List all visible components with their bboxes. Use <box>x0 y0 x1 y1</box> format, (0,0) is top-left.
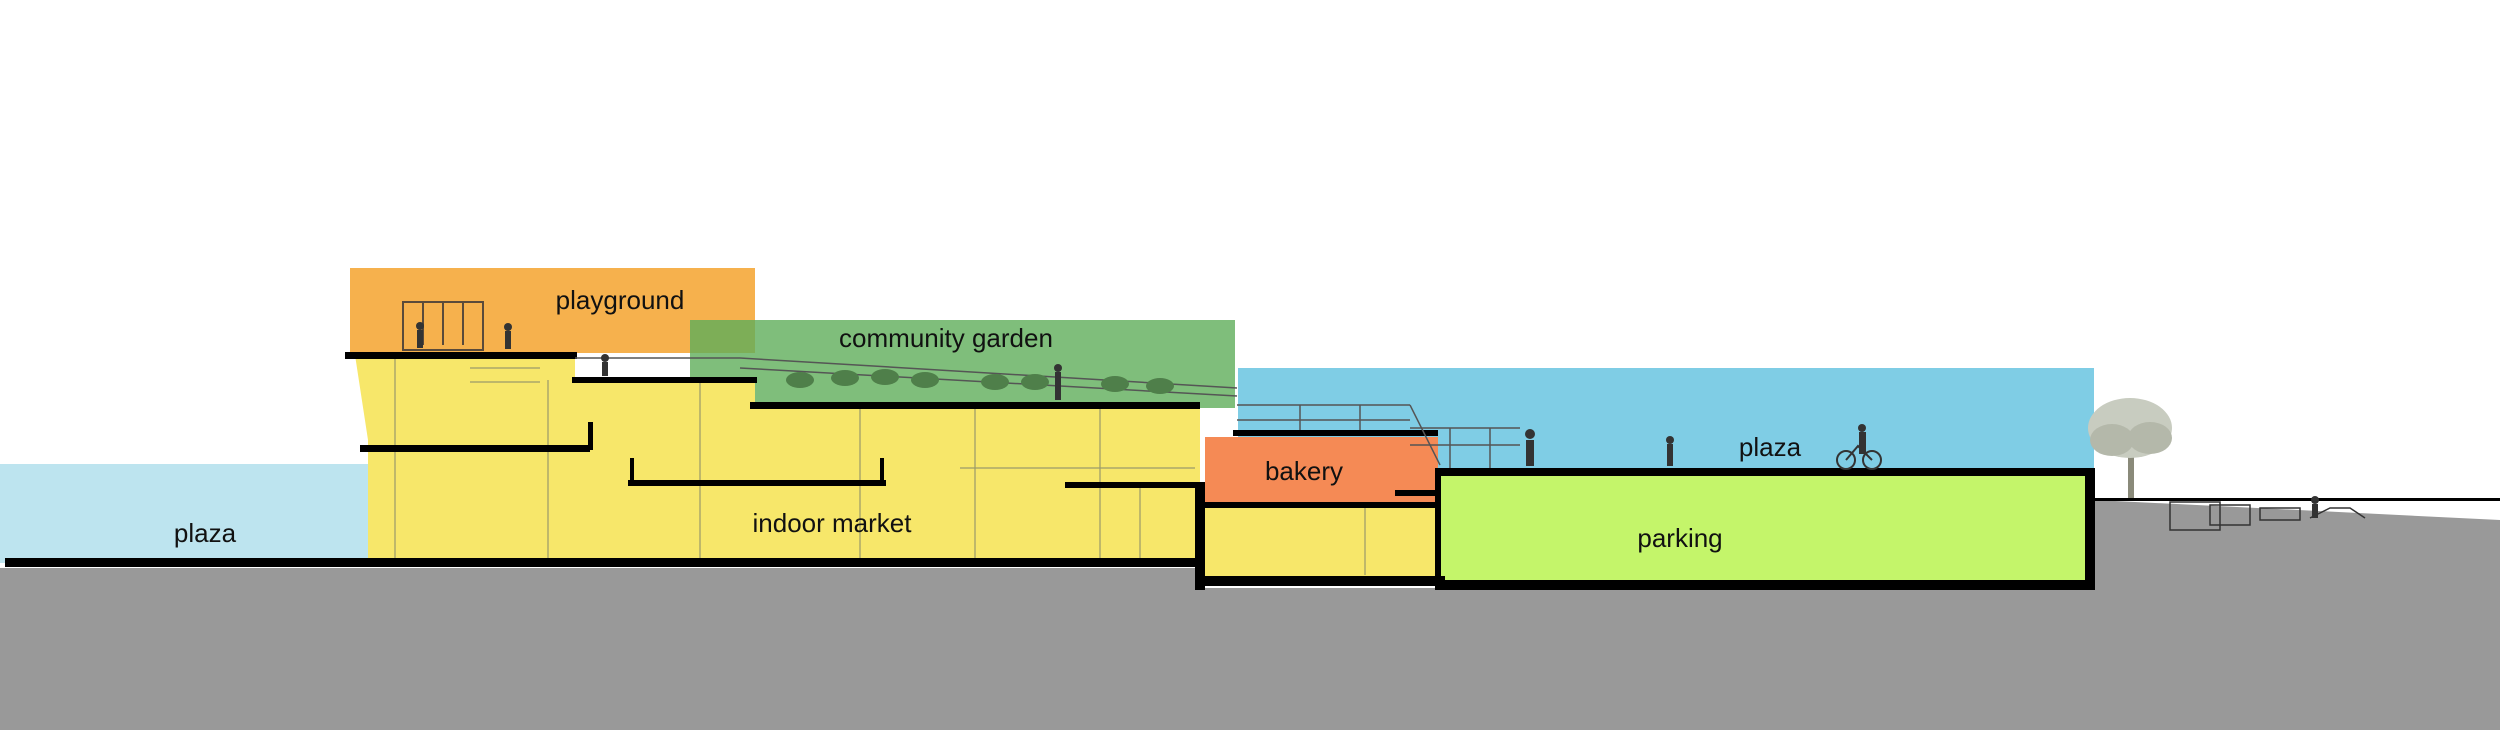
label-playground: playground <box>556 285 685 315</box>
label-indoor-market: indoor market <box>753 508 913 538</box>
parking-floor-slab <box>1435 580 2095 590</box>
person-icon <box>601 354 609 362</box>
person-icon <box>1526 440 1534 466</box>
lower-block-base <box>1195 576 1445 586</box>
bakery-step <box>1395 490 1440 496</box>
mezzanine-center-post-a <box>630 458 634 483</box>
mezzanine-center <box>628 480 886 486</box>
parking-roof-slab <box>1435 468 2095 476</box>
mezzanine-left-post <box>588 422 593 450</box>
roof-slab-playground <box>345 352 577 359</box>
person-icon <box>1858 424 1866 432</box>
person-icon <box>504 323 512 331</box>
person-icon <box>1055 372 1061 400</box>
label-plaza-upper: plaza <box>1739 432 1802 462</box>
bakery-wall-left <box>1195 485 1205 590</box>
garden-planters <box>786 369 1174 394</box>
person-icon <box>416 322 424 330</box>
bakery-floor-slab <box>1205 502 1440 508</box>
person-icon <box>2311 496 2319 504</box>
roof-slab-garden <box>750 402 1200 409</box>
mezzanine-center-post-b <box>880 458 884 483</box>
mezzanine-right <box>1065 482 1205 488</box>
zone-lower-block <box>1205 508 1438 576</box>
person-icon <box>2312 504 2318 518</box>
parking-wall-left <box>1435 468 1441 588</box>
ground-line-right <box>2095 498 2500 501</box>
ground-mass <box>0 500 2500 730</box>
zone-community-garden <box>690 320 1235 408</box>
person-icon <box>1666 436 1674 444</box>
person-icon <box>1054 364 1062 372</box>
label-community-garden: community garden <box>839 323 1053 353</box>
mezzanine-left <box>360 445 590 452</box>
label-parking: parking <box>1637 523 1722 553</box>
ground-slab-left <box>5 558 1203 567</box>
bakery-roof-slab <box>1233 430 1438 436</box>
label-bakery: bakery <box>1265 456 1343 486</box>
people-icons <box>416 322 2319 518</box>
person-icon <box>1859 432 1866 454</box>
person-icon <box>1667 444 1673 466</box>
person-icon <box>1525 429 1535 439</box>
zone-parking <box>1440 475 2085 580</box>
roof-slab-mid <box>572 377 757 383</box>
person-icon <box>505 331 511 349</box>
bicycle-icon <box>1836 444 1882 470</box>
person-icon <box>602 362 608 376</box>
parking-wall-right <box>2085 468 2095 588</box>
site-furniture <box>2169 501 2366 531</box>
label-plaza-lower: plaza <box>174 518 237 548</box>
zone-plaza-lower <box>0 464 368 563</box>
tree-icon <box>2088 398 2172 498</box>
structure <box>5 352 2500 590</box>
person-icon <box>417 330 423 348</box>
